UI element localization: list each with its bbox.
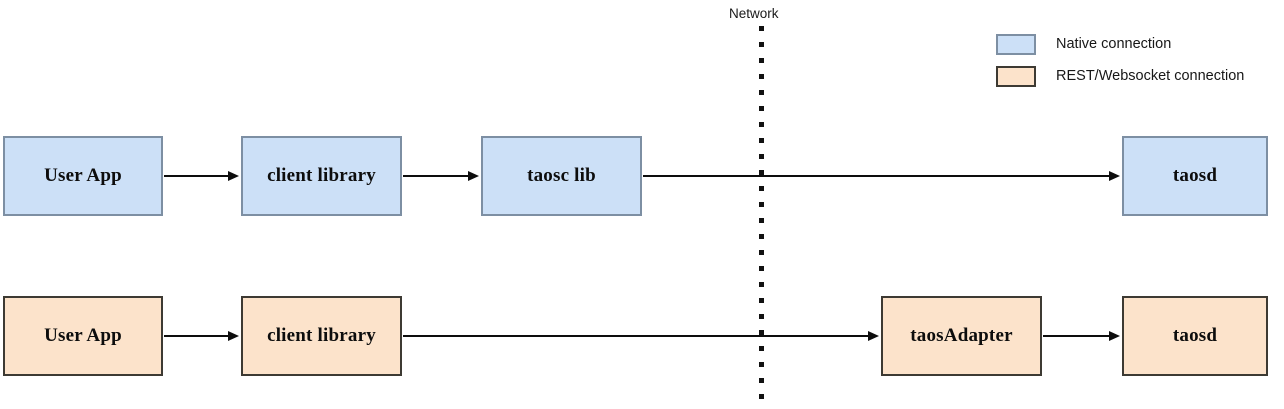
arrow-taosc-lib-to-taosd [643, 171, 1120, 182]
legend-swatch-rest-icon [996, 65, 1036, 87]
legend-label-rest: REST/Websocket connection [1056, 68, 1245, 84]
arrow-client-library-to-taosadapter [403, 331, 879, 342]
arrow-head-icon [1109, 171, 1120, 181]
arrow-head-icon [228, 331, 239, 341]
legend-item-rest: REST/Websocket connection [996, 64, 1284, 88]
arrow-shaft [164, 175, 229, 178]
arrow-taosadapter-to-taosd [1043, 331, 1120, 342]
node-label: User App [44, 165, 122, 186]
arrow-head-icon [468, 171, 479, 181]
legend-swatch-native-icon [996, 33, 1036, 55]
node-label: User App [44, 325, 122, 346]
arrow-user-app-to-client-library [164, 331, 239, 342]
arrow-shaft [643, 175, 1110, 178]
arrow-shaft [1043, 335, 1110, 338]
arrow-user-app-to-client-library [164, 171, 239, 182]
node-native-row-user-app[interactable]: User App [3, 136, 163, 216]
node-label: taosd [1172, 325, 1218, 346]
node-rest-row-client-library[interactable]: client library [241, 296, 402, 376]
legend-item-native: Native connection [996, 32, 1284, 56]
legend: Native connection REST/Websocket connect… [996, 32, 1284, 96]
node-native-row-client-library[interactable]: client library [241, 136, 402, 216]
node-native-row-taosc-lib[interactable]: taosc lib [481, 136, 642, 216]
arrow-head-icon [228, 171, 239, 181]
node-rest-row-taosadapter[interactable]: taosAdapter [881, 296, 1042, 376]
node-label: taosAdapter [910, 325, 1013, 346]
node-label: client library [267, 165, 376, 186]
arrow-shaft [403, 175, 469, 178]
arrow-shaft [164, 335, 229, 338]
node-rest-row-user-app[interactable]: User App [3, 296, 163, 376]
node-rest-row-taosd[interactable]: taosd [1122, 296, 1268, 376]
arrow-head-icon [868, 331, 879, 341]
network-label-text: Network [729, 6, 779, 21]
arrow-head-icon [1109, 331, 1120, 341]
node-label: taosc lib [527, 165, 596, 186]
node-label: taosd [1172, 165, 1218, 186]
arrow-client-library-to-taosc-lib [403, 171, 479, 182]
network-dotted-line [759, 26, 764, 409]
arrow-shaft [403, 335, 869, 338]
node-native-row-taosd[interactable]: taosd [1122, 136, 1268, 216]
node-label: client library [267, 325, 376, 346]
legend-label-native: Native connection [1056, 36, 1172, 52]
